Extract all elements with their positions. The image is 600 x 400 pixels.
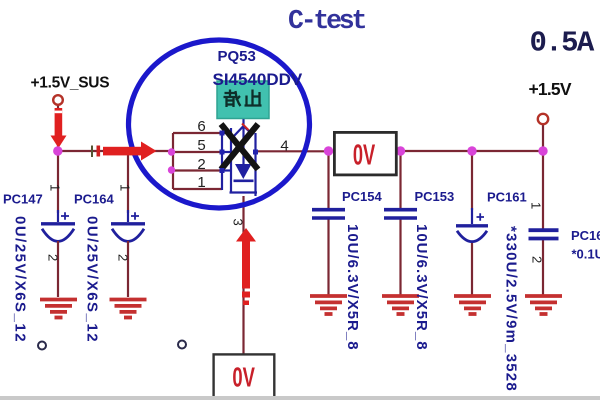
svg-text:5: 5 xyxy=(197,137,205,154)
svg-text:PC154: PC154 xyxy=(342,189,383,204)
svg-text:PC147: PC147 xyxy=(3,192,43,207)
svg-text:2: 2 xyxy=(46,254,61,261)
svg-text:4: 4 xyxy=(280,138,288,155)
svg-text:*330U/2.5V/9m_3528: *330U/2.5V/9m_3528 xyxy=(503,226,520,392)
svg-text:1: 1 xyxy=(529,202,544,209)
svg-text:0.5A: 0.5A xyxy=(530,27,595,60)
svg-text:PQ53: PQ53 xyxy=(218,48,256,65)
svg-text:1: 1 xyxy=(48,184,63,191)
svg-text:PC16: PC16 xyxy=(571,228,600,243)
svg-text:PC161: PC161 xyxy=(487,190,527,205)
svg-text:2: 2 xyxy=(197,156,205,173)
svg-text:0U/25V/X6S_12: 0U/25V/X6S_12 xyxy=(12,216,29,343)
svg-text:1: 1 xyxy=(118,184,133,191)
svg-text:*0.1U: *0.1U xyxy=(572,247,600,262)
svg-text:10U/6.3V/X5R_8: 10U/6.3V/X5R_8 xyxy=(344,224,361,351)
svg-text:+1.5V: +1.5V xyxy=(529,79,572,99)
svg-text:PC153: PC153 xyxy=(415,189,455,204)
svg-text:0U/25V/X6S_12: 0U/25V/X6S_12 xyxy=(84,216,101,343)
svg-text:0V: 0V xyxy=(353,139,375,171)
svg-text:3: 3 xyxy=(231,219,246,226)
svg-text:PC164: PC164 xyxy=(74,192,115,207)
svg-text:+1.5V_SUS: +1.5V_SUS xyxy=(31,75,110,92)
svg-text:SI4540DDV: SI4540DDV xyxy=(213,70,303,89)
svg-text:10U/6.3V/X5R_8: 10U/6.3V/X5R_8 xyxy=(413,224,430,351)
svg-text:0V: 0V xyxy=(232,362,255,393)
svg-text:C-test: C-test xyxy=(288,6,366,36)
svg-text:2: 2 xyxy=(116,254,131,261)
svg-text:6: 6 xyxy=(197,118,205,135)
svg-text:2: 2 xyxy=(530,256,545,263)
svg-text:1: 1 xyxy=(197,174,205,191)
